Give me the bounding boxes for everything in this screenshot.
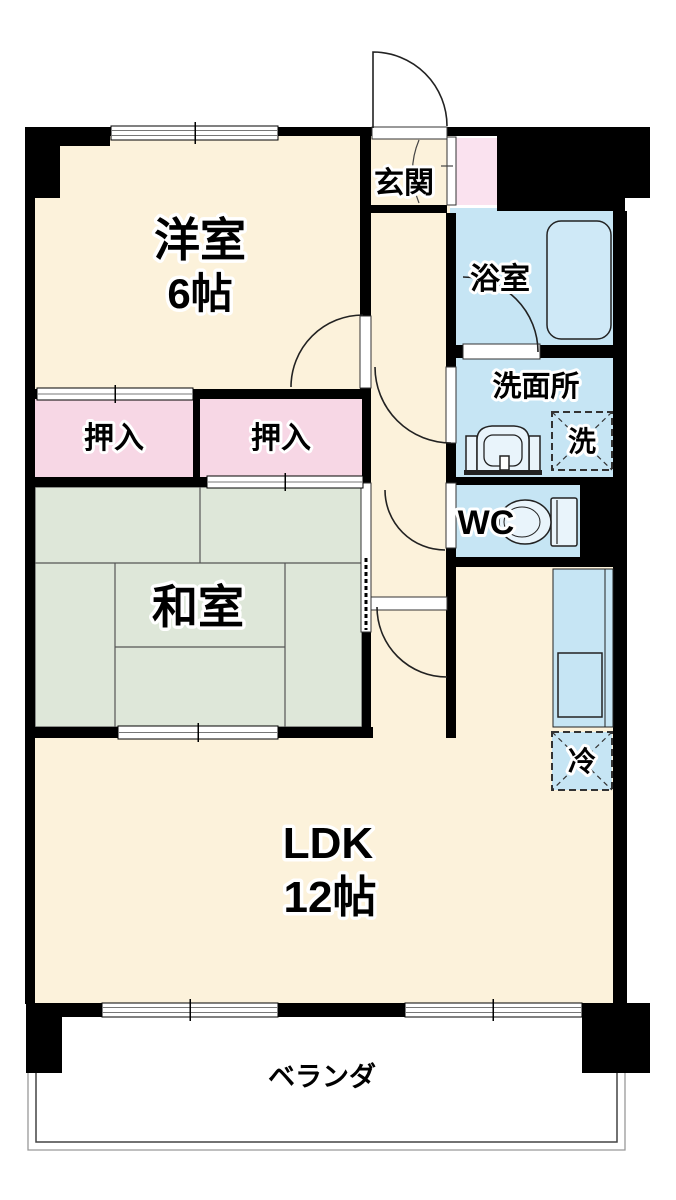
closet-left-floor (30, 395, 193, 480)
label-western-room: 洋室 (154, 214, 246, 266)
label-wc: WC (458, 504, 515, 542)
washbasin-icon (464, 425, 542, 475)
bath-door-opening (462, 343, 541, 360)
toilet-icon (498, 497, 578, 547)
window-bottom-right (404, 999, 583, 1021)
room-japanese-floor (34, 486, 363, 728)
closet-left-slider (36, 385, 194, 403)
labels: 洋室 6帖 玄関 浴室 洗面所 洗 WC 押入 押入 和室 LDK 12帖 冷 … (81, 163, 599, 1095)
label-washroom: 洗面所 (492, 370, 579, 403)
wc-door-arc (384, 489, 446, 551)
window-symbols (36, 122, 583, 1021)
wc-door-opening (445, 482, 457, 549)
label-closet-right: 押入 (251, 422, 311, 455)
fixtures (464, 220, 614, 791)
washing-machine-box (551, 411, 613, 471)
entrance-step-curve (411, 139, 420, 204)
refrigerator-box (551, 731, 613, 791)
ldk-door-opening (370, 596, 448, 611)
bath-door-arc (462, 276, 539, 353)
label-japanese-room: 和室 (152, 581, 244, 633)
window-top (110, 122, 279, 144)
bathtub-icon (546, 220, 612, 340)
label-veranda: ベランダ (268, 1061, 376, 1092)
shoe-cabinet (456, 138, 497, 205)
label-washing-machine: 洗 (568, 426, 596, 457)
label-closet-left: 押入 (84, 422, 144, 455)
room-ldk-floor (30, 727, 617, 1004)
washroom-door-opening (445, 366, 457, 444)
entrance-door-arc (372, 51, 448, 128)
label-entrance: 玄関 (374, 166, 434, 200)
label-ldk: LDK (283, 819, 374, 868)
label-refrigerator: 冷 (568, 746, 596, 777)
ldk-door-arc (376, 606, 448, 678)
label-ldk-size: 12帖 (284, 873, 377, 922)
entrance-door-opening (371, 126, 448, 140)
tatami-mat-lines (35, 487, 362, 727)
fusuma-sliding-door (360, 482, 372, 633)
closet-right-slider (206, 473, 364, 491)
kitchen-counter (552, 568, 614, 728)
label-bath: 浴室 (470, 262, 530, 296)
window-bottom-left (101, 999, 279, 1021)
door-openings (359, 126, 541, 633)
washroom-door-arc (374, 366, 452, 444)
label-western-size: 6帖 (167, 270, 232, 317)
door-swings (290, 51, 539, 678)
kitchen-sink (557, 652, 603, 718)
balcony-railing (27, 1073, 626, 1151)
closet-right-floor (198, 395, 362, 480)
japanese-ldk-slider (117, 723, 279, 742)
western-room-door-arc (290, 314, 364, 388)
western-room-door-opening (359, 315, 372, 389)
shoe-cabinet-gap (446, 136, 457, 206)
entrance-corridor-floor (365, 130, 450, 740)
room-western-floor (30, 130, 365, 395)
